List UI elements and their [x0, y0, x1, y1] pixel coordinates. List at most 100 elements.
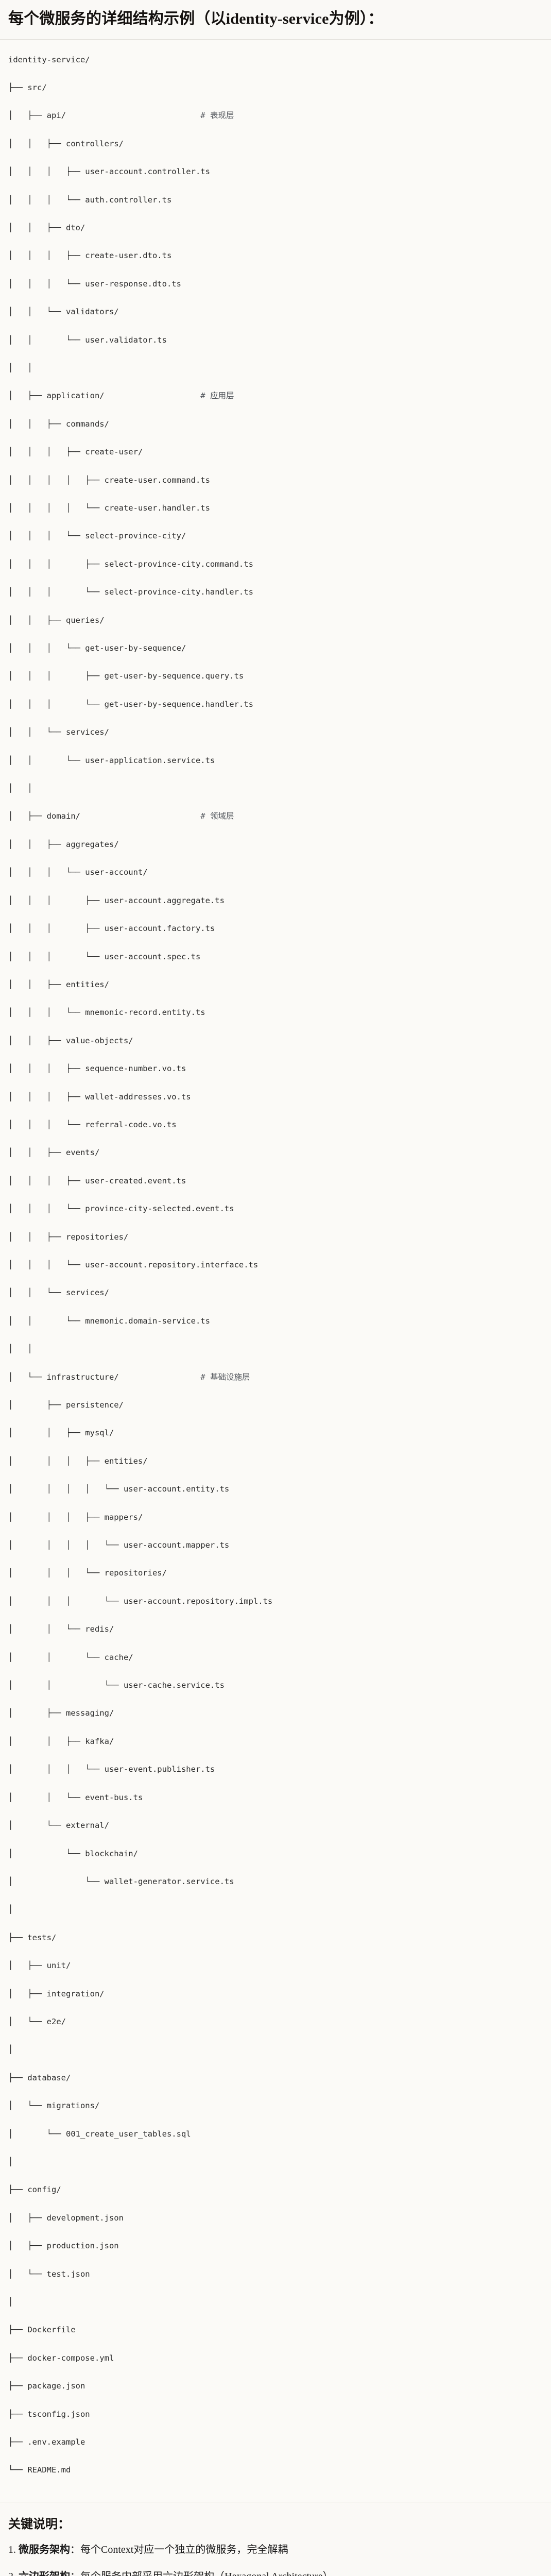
key-notes-title: 关键说明：	[8, 2517, 70, 2531]
tree-line-text: │ │ │ └── repositories/	[8, 1568, 167, 1578]
tree-line-text: │ │ ├── kafka/	[8, 1736, 114, 1746]
tree-line: │ │ ├── queries/	[8, 614, 543, 628]
tree-line-text: │ │ │ ├── create-user/	[8, 447, 143, 457]
tree-line: identity-service/	[8, 53, 543, 67]
tree-line-text: │ │ └── user-cache.service.ts	[8, 1681, 225, 1690]
tree-line-pad	[119, 1372, 201, 1382]
tree-line-text: │ └── blockchain/	[8, 1849, 138, 1858]
tree-line-text: │ │ │ ├── select-province-city.command.t…	[8, 559, 253, 569]
tree-line-text: │ │ └── cache/	[8, 1652, 133, 1662]
key-note-number: 1.	[8, 2544, 19, 2555]
tree-line-text: │ │ │ └── user-account.spec.ts	[8, 952, 201, 961]
tree-line-text: │	[8, 2157, 13, 2166]
tree-line: │ │ │ ├── create-user.dto.ts	[8, 249, 543, 263]
tree-line: │ │ ├── commands/	[8, 417, 543, 431]
tree-line: ├── tsconfig.json	[8, 2408, 543, 2421]
tree-line: │ │ │ ├── user-created.event.ts	[8, 1174, 543, 1188]
tree-line-comment: # 领域层	[200, 811, 234, 821]
tree-line: ├── database/	[8, 2071, 543, 2085]
tree-line-text: │ ├── application/	[8, 391, 105, 401]
tree-line: │	[8, 1903, 543, 1917]
tree-line: │ └── test.json	[8, 2267, 543, 2281]
tree-line-pad	[105, 391, 201, 400]
tree-line-comment: # 应用层	[200, 391, 234, 401]
tree-line: │ │ │ ├── create-user/	[8, 445, 543, 459]
tree-line: │ │	[8, 782, 543, 795]
tree-line: │ │ │ ├── select-province-city.command.t…	[8, 557, 543, 571]
tree-line-text: │ │ │ ├── create-user.dto.ts	[8, 251, 172, 261]
tree-line: │ │ │ └── get-user-by-sequence/	[8, 641, 543, 655]
tree-line-pad	[66, 111, 200, 120]
tree-line-text: │ │ └── redis/	[8, 1624, 114, 1634]
tree-line-text: │ │ │ ├── get-user-by-sequence.query.ts	[8, 671, 244, 681]
tree-line-text: │	[8, 2297, 13, 2307]
tree-line: │ └── e2e/	[8, 2015, 543, 2029]
tree-line: │ │ │ ├── user-account.factory.ts	[8, 922, 543, 936]
tree-line-text: │ │ │ └── province-city-selected.event.t…	[8, 1204, 234, 1214]
tree-line-text: │ │ └── user.validator.ts	[8, 335, 167, 345]
tree-line-text: │ │ │ └── user-account.repository.impl.t…	[8, 1596, 273, 1606]
tree-line-text: │ ├── api/	[8, 111, 66, 121]
tree-line-text: │ ├── integration/	[8, 1989, 105, 1998]
tree-line: │ │ │ └── get-user-by-sequence.handler.t…	[8, 698, 543, 711]
tree-line: │ │ │ └── user-event.publisher.ts	[8, 1762, 543, 1776]
tree-line: │	[8, 2043, 543, 2057]
tree-line: │ │ │ ├── get-user-by-sequence.query.ts	[8, 669, 543, 683]
tree-line-text: │ │ ├── dto/	[8, 223, 85, 232]
tree-line-text: │ │ │ ├── wallet-addresses.vo.ts	[8, 1092, 191, 1101]
tree-line: │ ├── integration/	[8, 1987, 543, 2001]
tree-line: │ └── migrations/	[8, 2099, 543, 2113]
tree-line: │ │ └── mnemonic.domain-service.ts	[8, 1314, 543, 1328]
tree-line: │ └── external/	[8, 1819, 543, 1833]
tree-line-text: │ │ │ └── user-response.dto.ts	[8, 279, 181, 289]
tree-line: │ │ ├── dto/	[8, 221, 543, 235]
tree-line: ├── .env.example	[8, 2435, 543, 2449]
tree-line-text: │ │ │ ├── sequence-number.vo.ts	[8, 1064, 186, 1074]
tree-line: │ ├── messaging/	[8, 1706, 543, 1720]
tree-line-text: │ │ ├── commands/	[8, 419, 109, 429]
tree-line: │	[8, 2155, 543, 2169]
tree-line-text: ├── docker-compose.yml	[8, 2353, 114, 2363]
tree-line: │ ├── persistence/	[8, 1398, 543, 1412]
tree-line: │	[8, 2295, 543, 2309]
tree-line: │ │ ├── repositories/	[8, 1230, 543, 1244]
tree-line: ├── tests/	[8, 1931, 543, 1945]
tree-line-text: │ ├── unit/	[8, 1961, 71, 1971]
tree-line-text: │ │ │ ├── entities/	[8, 1456, 148, 1466]
tree-line: │ │ │ │ └── user-account.mapper.ts	[8, 1538, 543, 1552]
tree-line: │ │ └── redis/	[8, 1622, 543, 1636]
key-note-body: ：每个Context对应一个独立的微服务，完全解耦	[70, 2544, 288, 2555]
tree-line-text: │ │ │ │ └── user-account.entity.ts	[8, 1484, 230, 1494]
tree-line-text: │ │ │ └── auth.controller.ts	[8, 195, 172, 205]
tree-line-text: └── README.md	[8, 2465, 71, 2475]
tree-line: │ │ ├── kafka/	[8, 1735, 543, 1749]
tree-line-text: │ │ │ └── select-province-city.handler.t…	[8, 587, 253, 597]
tree-line-text: │ │	[8, 784, 32, 793]
key-note-label: 六边形架构	[19, 2571, 70, 2576]
tree-line-text: │ ├── development.json	[8, 2213, 124, 2223]
tree-line-text: ├── .env.example	[8, 2437, 85, 2447]
tree-line-text: │ └── e2e/	[8, 2016, 66, 2026]
tree-line-text: │ │ ├── value-objects/	[8, 1036, 133, 1045]
tree-line: │ │ │ │ └── create-user.handler.ts	[8, 501, 543, 515]
tree-line: │ └── wallet-generator.service.ts	[8, 1875, 543, 1889]
tree-line: │ │ └── validators/	[8, 305, 543, 319]
tree-line-text: ├── Dockerfile	[8, 2325, 76, 2335]
tree-line: ├── src/	[8, 81, 543, 95]
tree-line-text: │ │ │ │ └── user-account.mapper.ts	[8, 1540, 230, 1550]
tree-line-comment: # 基础设施层	[200, 1372, 250, 1382]
tree-line: │ │ ├── entities/	[8, 978, 543, 992]
tree-line-text: │	[8, 2045, 13, 2055]
directory-tree: identity-service/ ├── src/ │ ├── api/ # …	[0, 53, 551, 2492]
tree-line-text: │	[8, 1905, 13, 1914]
tree-line: │ │	[8, 1342, 543, 1356]
tree-line-text: │ │ │ │ ├── create-user.command.ts	[8, 475, 210, 485]
tree-line-text: ├── tsconfig.json	[8, 2409, 90, 2419]
tree-line-text: ├── tests/	[8, 1933, 57, 1942]
tree-line-text: │ │ │ │ └── create-user.handler.ts	[8, 503, 210, 513]
tree-line-text: │ ├── production.json	[8, 2241, 119, 2251]
tree-line: │ │ │ └── select-province-city/	[8, 529, 543, 543]
tree-line-text: │ │ │ └── get-user-by-sequence.handler.t…	[8, 699, 253, 709]
tree-line: ├── package.json	[8, 2379, 543, 2393]
